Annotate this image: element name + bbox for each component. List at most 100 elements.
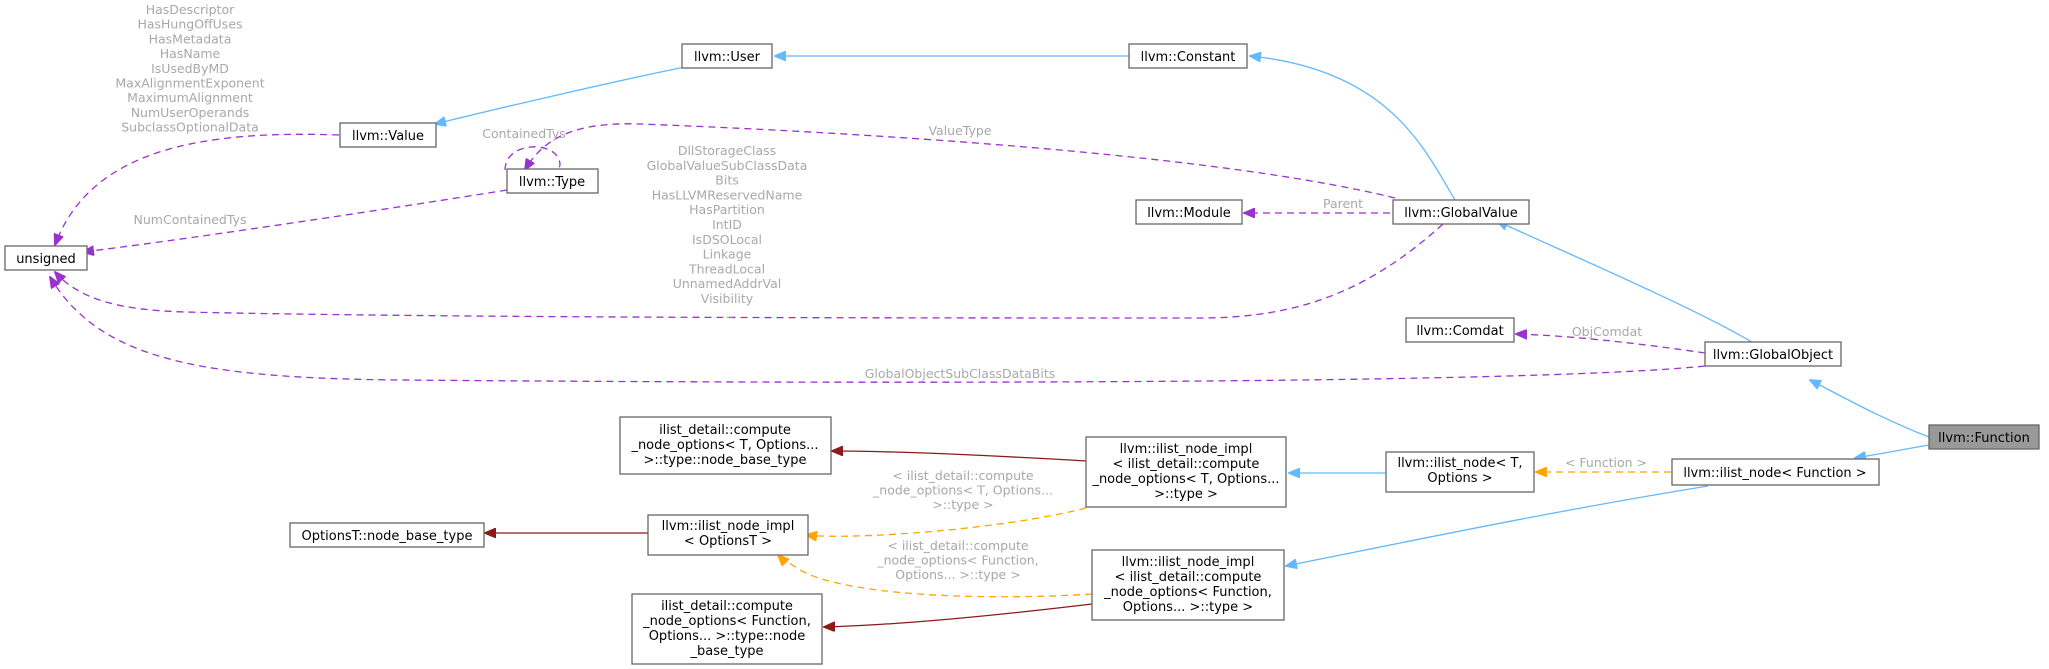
text-line: GlobalValueSubClassData bbox=[647, 158, 808, 173]
text-line: >::type > bbox=[1154, 487, 1218, 502]
text-line: IsDSOLocal bbox=[692, 232, 762, 247]
text-line: SubclassOptionalData bbox=[121, 120, 259, 135]
edge-impl-function-to-impl-optionst bbox=[778, 555, 1093, 598]
text-line: _node_options< T, Options... bbox=[630, 438, 818, 453]
node-constant[interactable]: llvm::Constant bbox=[1128, 43, 1248, 69]
text-line: _node_options< T, Options... bbox=[1091, 472, 1279, 487]
node-compute-function-base[interactable]: ilist_detail::compute_node_options< Func… bbox=[631, 593, 823, 665]
text-line: _node_options< Function, bbox=[1103, 585, 1272, 600]
nodes: llvm::Function llvm::GlobalObject llvm::… bbox=[4, 43, 2040, 665]
label-function-templ: < Function > bbox=[1565, 455, 1647, 470]
text-line: llvm::ilist_node_impl bbox=[1120, 442, 1253, 457]
label-templ-function-options: < ilist_detail::compute_node_options< Fu… bbox=[876, 538, 1038, 582]
text-line: Options... >::type::node bbox=[649, 629, 806, 644]
svg-text:unsigned: unsigned bbox=[16, 252, 76, 267]
text-line: ilist_detail::compute bbox=[659, 423, 791, 438]
text-line: NumUserOperands bbox=[131, 105, 250, 120]
label-contained-tys: ContainedTys bbox=[482, 126, 565, 141]
node-global-object[interactable]: llvm::GlobalObject bbox=[1704, 341, 1842, 367]
svg-text:llvm::ilist_node< T,Options >: llvm::ilist_node< T,Options > bbox=[1397, 456, 1522, 486]
svg-text:llvm::Type: llvm::Type bbox=[519, 175, 585, 190]
svg-text:llvm::ilist_node_impl< Options: llvm::ilist_node_impl< OptionsT > bbox=[662, 519, 795, 549]
text-line: ObjComdat bbox=[1572, 324, 1642, 339]
text-line: ThreadLocal bbox=[688, 261, 765, 276]
text-line: llvm::Type bbox=[519, 175, 585, 190]
edges bbox=[50, 56, 1930, 627]
edge-impl-t-to-impl-optionst bbox=[806, 507, 1087, 536]
svg-text:llvm::ilist_node_impl< ilist_d: llvm::ilist_node_impl< ilist_detail::com… bbox=[1103, 555, 1272, 615]
node-optionst-base[interactable]: OptionsT::node_base_type bbox=[289, 522, 485, 548]
edge-type-to-unsigned bbox=[83, 189, 508, 252]
node-user[interactable]: llvm::User bbox=[681, 43, 773, 69]
text-line: < ilist_detail::compute bbox=[1115, 570, 1262, 585]
text-line: Visibility bbox=[701, 291, 754, 306]
text-line: NumContainedTys bbox=[134, 212, 247, 227]
node-ilist-node-impl-function[interactable]: llvm::ilist_node_impl< ilist_detail::com… bbox=[1091, 549, 1285, 621]
svg-text:ilist_detail::compute_node_opt: ilist_detail::compute_node_options< T, O… bbox=[630, 423, 818, 468]
text-line: < OptionsT > bbox=[684, 534, 772, 549]
node-value[interactable]: llvm::Value bbox=[339, 122, 437, 148]
text-line: OptionsT::node_base_type bbox=[302, 529, 473, 544]
svg-text:llvm::Constant: llvm::Constant bbox=[1141, 50, 1236, 65]
text-line: >::type::node_base_type bbox=[644, 453, 807, 468]
text-line: llvm::ilist_node< T, bbox=[1397, 456, 1522, 471]
svg-text:llvm::Value: llvm::Value bbox=[352, 129, 424, 144]
text-line: MaximumAlignment bbox=[127, 90, 253, 105]
label-obj-comdat: ObjComdat bbox=[1572, 324, 1642, 339]
node-function[interactable]: llvm::Function bbox=[1928, 424, 2040, 450]
svg-text:llvm::GlobalObject: llvm::GlobalObject bbox=[1713, 348, 1833, 363]
label-parent: Parent bbox=[1323, 196, 1363, 211]
edge-user-to-value bbox=[435, 65, 691, 124]
text-line: Parent bbox=[1323, 196, 1363, 211]
edge-function-to-ilist-node-function bbox=[1855, 444, 1930, 458]
text-line: DllStorageClass bbox=[678, 143, 776, 158]
node-global-value[interactable]: llvm::GlobalValue bbox=[1392, 199, 1530, 225]
text-line: _node_options< T, Options... bbox=[872, 483, 1053, 498]
node-ilist-node-function[interactable]: llvm::ilist_node< Function > bbox=[1671, 458, 1880, 486]
text-line: < ilist_detail::compute bbox=[892, 468, 1034, 483]
edge-global-value-to-constant bbox=[1250, 56, 1456, 201]
text-line: Bits bbox=[715, 173, 738, 188]
text-line: ContainedTys bbox=[482, 126, 565, 141]
node-ilist-node-t[interactable]: llvm::ilist_node< T,Options > bbox=[1385, 451, 1535, 493]
node-ilist-node-impl-optionst[interactable]: llvm::ilist_node_impl< OptionsT > bbox=[647, 514, 809, 556]
edge-function-to-global-object bbox=[1810, 380, 1930, 438]
svg-text:llvm::Module: llvm::Module bbox=[1147, 206, 1231, 221]
edge-ilist-node-function-to-impl-function bbox=[1286, 485, 1709, 566]
node-type[interactable]: llvm::Type bbox=[506, 168, 599, 194]
node-unsigned[interactable]: unsigned bbox=[4, 245, 88, 271]
svg-text:llvm::GlobalValue: llvm::GlobalValue bbox=[1404, 206, 1518, 221]
svg-text:OptionsT::node_base_type: OptionsT::node_base_type bbox=[302, 529, 473, 544]
node-ilist-node-impl-t[interactable]: llvm::ilist_node_impl< ilist_detail::com… bbox=[1085, 436, 1287, 508]
text-line: < Function > bbox=[1565, 455, 1647, 470]
text-line: _node_options< Function, bbox=[876, 553, 1038, 568]
edge-impl-function-to-compute-function-base bbox=[824, 603, 1093, 627]
text-line: Options... >::type > bbox=[895, 567, 1020, 582]
text-line: < ilist_detail::compute bbox=[887, 538, 1029, 553]
text-line: _base_type bbox=[689, 644, 763, 659]
text-line: < ilist_detail::compute bbox=[1113, 457, 1260, 472]
text-line: HasPartition bbox=[689, 202, 765, 217]
text-line: UnnamedAddrVal bbox=[673, 276, 782, 291]
node-compute-t-base[interactable]: ilist_detail::compute_node_options< T, O… bbox=[619, 416, 832, 475]
svg-text:ilist_detail::compute_node_opt: ilist_detail::compute_node_options< Func… bbox=[642, 599, 811, 659]
text-line: Options > bbox=[1427, 471, 1492, 486]
text-line: llvm::GlobalObject bbox=[1713, 348, 1833, 363]
node-comdat[interactable]: llvm::Comdat bbox=[1405, 317, 1515, 343]
text-line: llvm::Comdat bbox=[1416, 324, 1503, 339]
svg-text:llvm::Function: llvm::Function bbox=[1938, 431, 2030, 446]
text-line: HasDescriptor bbox=[146, 2, 235, 17]
text-line: ilist_detail::compute bbox=[661, 599, 793, 614]
text-line: llvm::ilist_node< Function > bbox=[1683, 466, 1866, 481]
text-line: Linkage bbox=[703, 247, 752, 262]
text-line: ValueType bbox=[928, 123, 991, 138]
svg-text:llvm::ilist_node< Function >: llvm::ilist_node< Function > bbox=[1683, 466, 1866, 481]
node-module[interactable]: llvm::Module bbox=[1135, 199, 1243, 225]
text-line: GlobalObjectSubClassDataBits bbox=[865, 366, 1056, 381]
edge-global-object-to-unsigned bbox=[50, 277, 1706, 383]
text-line: llvm::Module bbox=[1147, 206, 1231, 221]
text-line: HasName bbox=[160, 46, 221, 61]
